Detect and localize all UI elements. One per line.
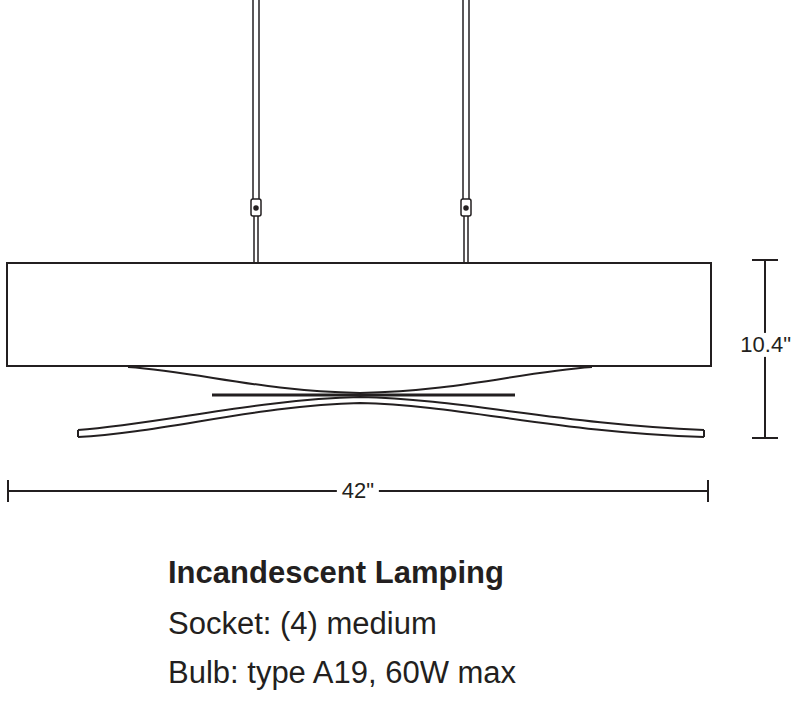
height-dimension: 10.4"	[735, 333, 796, 357]
width-dimension: 42"	[337, 479, 379, 503]
socket-spec: Socket: (4) medium	[168, 607, 437, 641]
spec-heading: Incandescent Lamping	[168, 556, 504, 590]
bulb-spec: Bulb: type A19, 60W max	[168, 656, 516, 690]
diffuser-arms	[78, 366, 704, 437]
suspension-cables	[251, 0, 471, 264]
dimension-lines	[8, 260, 778, 502]
shade	[7, 263, 711, 366]
